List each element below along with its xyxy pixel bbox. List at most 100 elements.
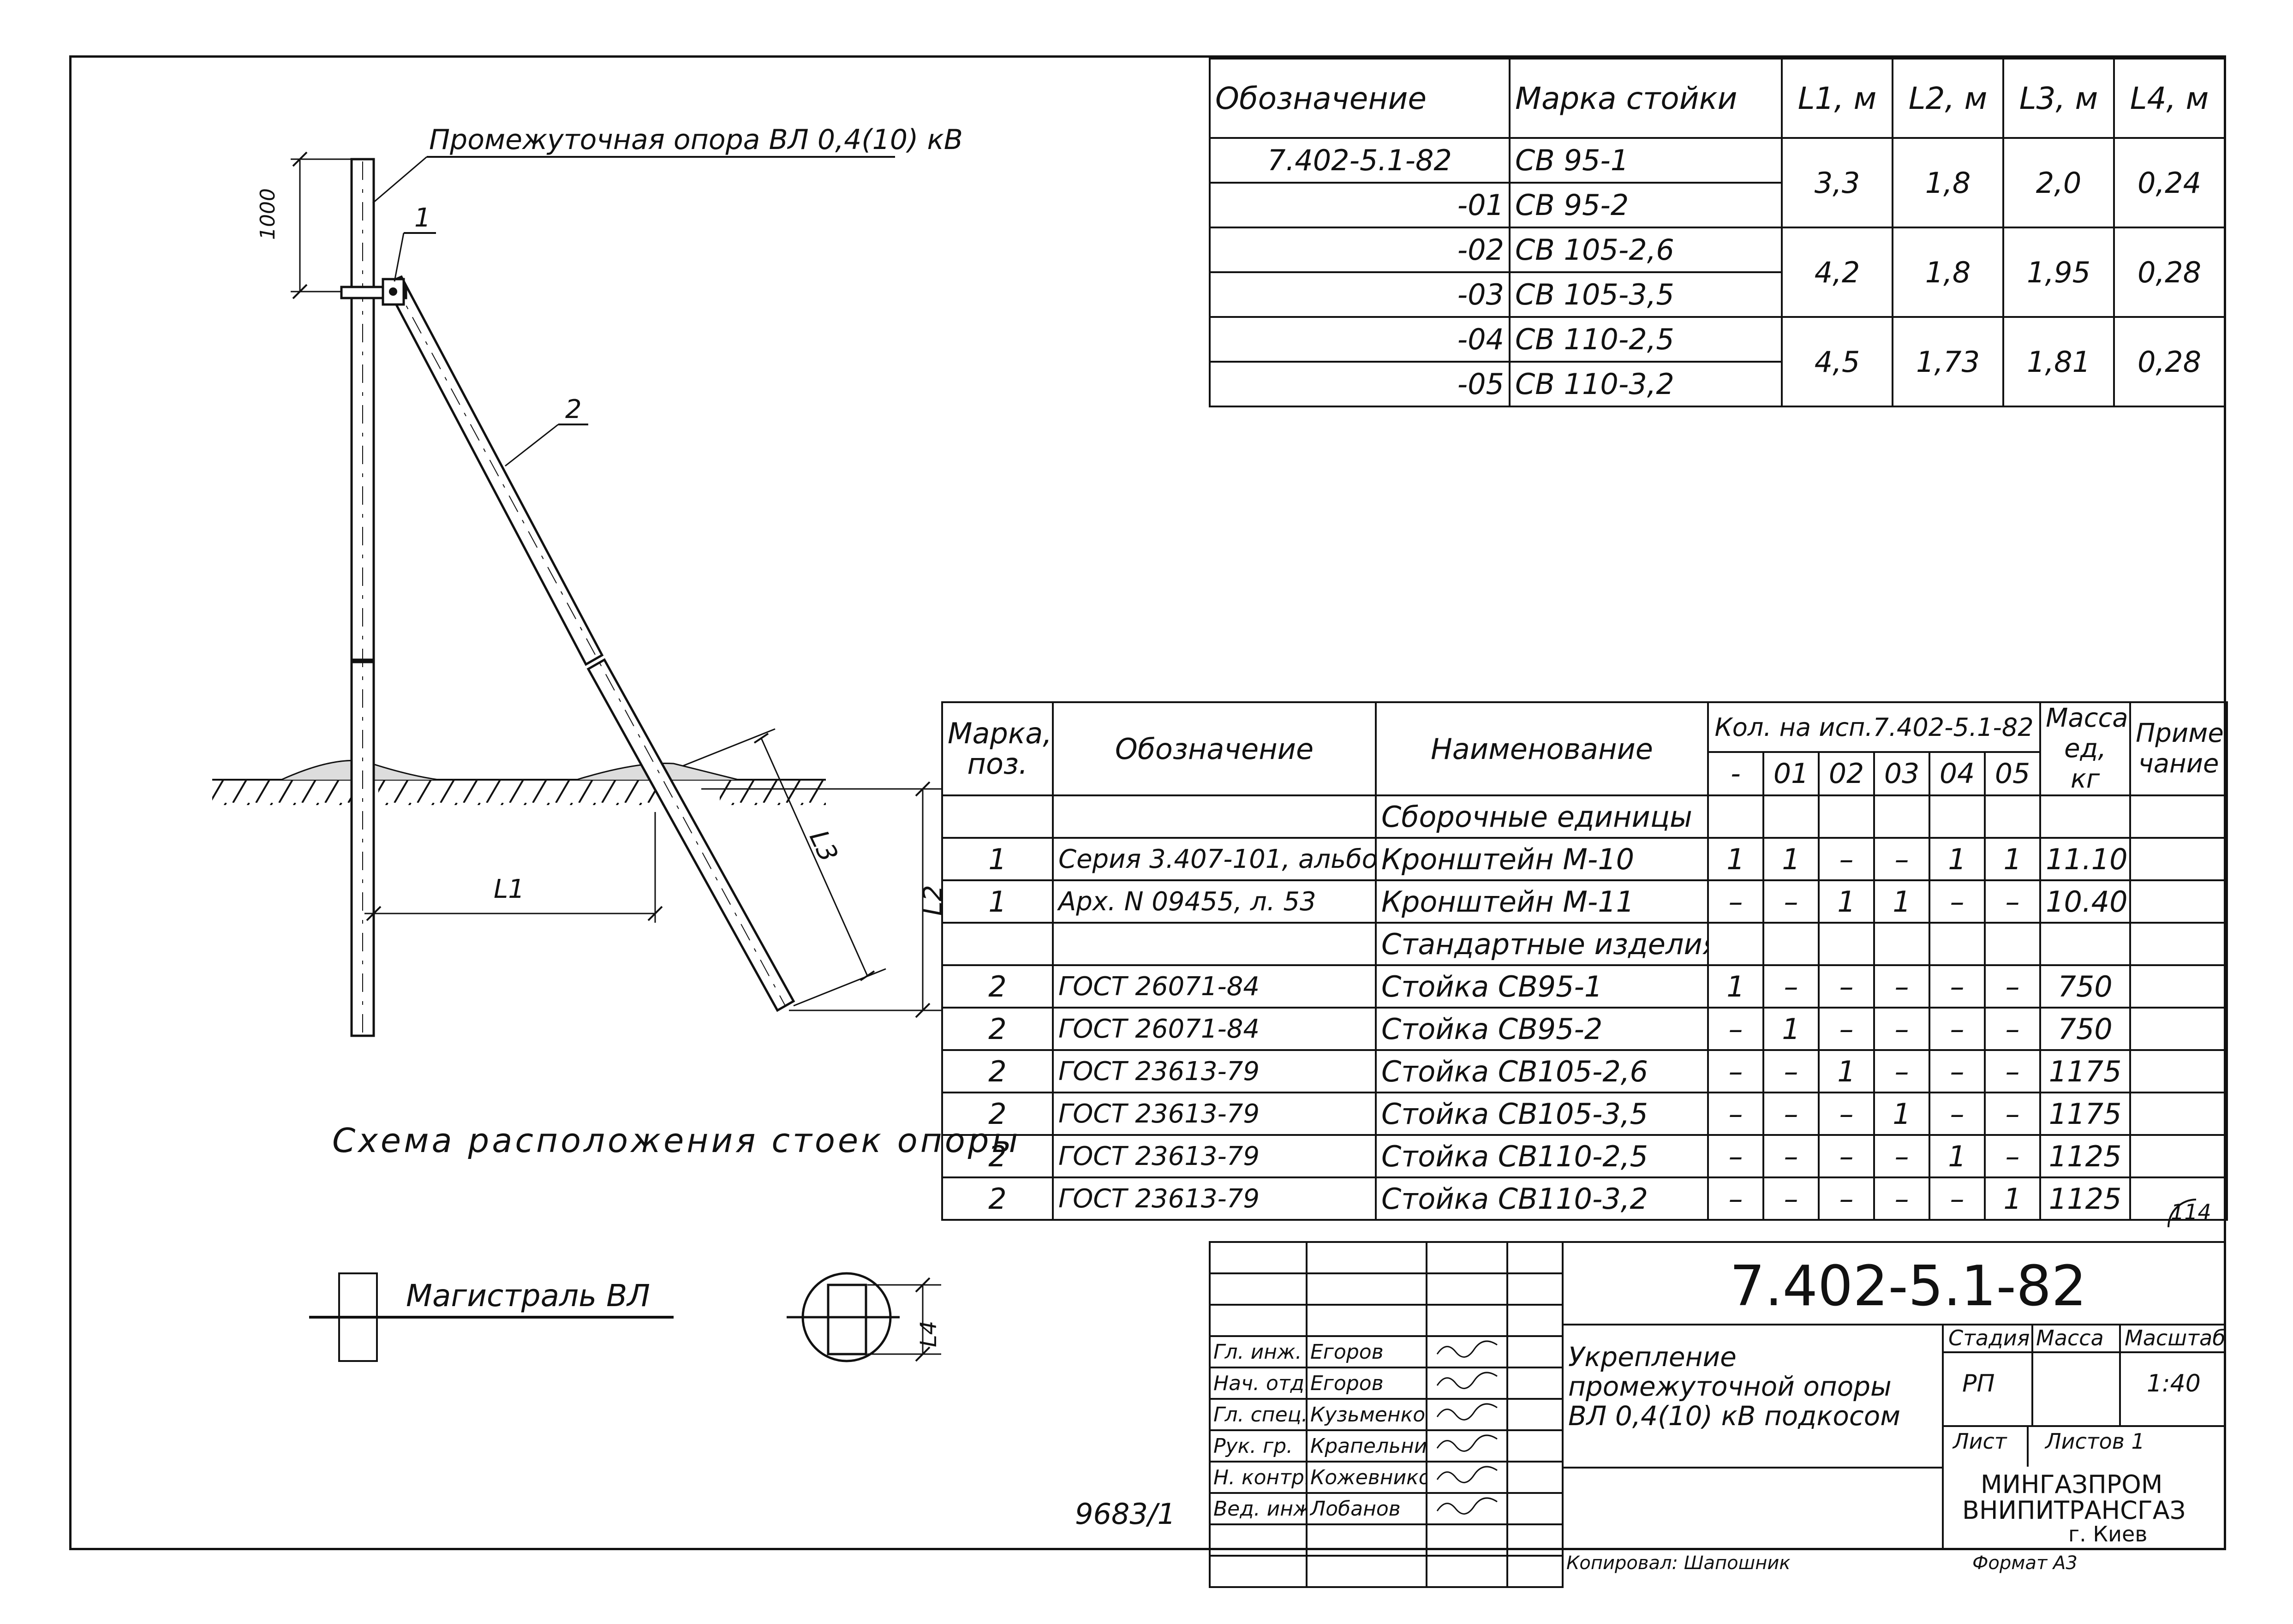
spec-pos: 2 bbox=[941, 1092, 1054, 1136]
org-line-3: г. Киев bbox=[2068, 1522, 2148, 1546]
stamp-person-row: Нач. отд.Егоров bbox=[1209, 1367, 1564, 1400]
stamp-person-row: Гл. спец.Кузьменко bbox=[1209, 1398, 1564, 1431]
spec-qty: 1 bbox=[1983, 837, 2042, 881]
spec-qty: 1 bbox=[1873, 1092, 1930, 1136]
document-number: 7.402-5.1-82 bbox=[1730, 1254, 2087, 1319]
spec-mass: 1125 bbox=[2039, 1134, 2132, 1178]
spec-mass: 1175 bbox=[2039, 1092, 2132, 1136]
stamp-name: Егоров bbox=[1306, 1335, 1427, 1368]
spec-qty: – bbox=[1873, 1049, 1930, 1093]
spec-mass: 10.40 bbox=[2039, 879, 2132, 924]
spec-qty: – bbox=[1983, 964, 2042, 1009]
signature-scribble bbox=[1436, 1434, 1498, 1452]
strut-pole bbox=[383, 275, 795, 1012]
stamp-role: Нач. отд. bbox=[1209, 1367, 1308, 1400]
stamp-date bbox=[1506, 1398, 1564, 1431]
stamp-blank-row bbox=[1209, 1555, 1564, 1588]
spec-qty: 1 bbox=[1707, 964, 1764, 1009]
spec-qty: – bbox=[1707, 1134, 1764, 1178]
stamp-date bbox=[1506, 1429, 1564, 1463]
variant-l1: 4,5 bbox=[1781, 316, 1893, 407]
ground-hatch bbox=[212, 759, 826, 805]
stamp-date bbox=[1506, 1492, 1564, 1525]
spec-qty: – bbox=[1707, 879, 1764, 924]
spec-pos: 1 bbox=[941, 879, 1054, 924]
variant-mark: СВ 95-2 bbox=[1509, 182, 1783, 228]
spec-qty: – bbox=[1983, 1092, 2042, 1136]
stamp-blank-row bbox=[1209, 1304, 1564, 1337]
spec-qty: – bbox=[1929, 964, 1986, 1009]
spec-qty: – bbox=[1929, 1049, 1986, 1093]
spec-designation: Арх. N 09455, л. 53 bbox=[1052, 879, 1377, 924]
spec-designation: ГОСТ 23613-79 bbox=[1052, 1134, 1377, 1178]
bottom-archive-number: 9683/1 bbox=[1075, 1497, 1176, 1531]
table-row: -04 СВ 110-2,5 4,5 1,73 1,81 0,28 bbox=[1209, 316, 2226, 407]
scheme-caption: Схема расположения стоек опоры bbox=[332, 1121, 1021, 1160]
position-1-label: 1 bbox=[414, 203, 431, 233]
stamp-role: Гл. спец. bbox=[1209, 1398, 1308, 1431]
spec-name: Стойка СВ95-2 bbox=[1375, 1007, 1709, 1051]
variant-l3: 1,81 bbox=[2002, 316, 2115, 407]
spec-qty: – bbox=[1983, 1007, 2042, 1051]
section-assembly-label: Сборочные единицы bbox=[1375, 794, 1709, 839]
signature-scribble bbox=[1436, 1372, 1498, 1389]
spec-note bbox=[2129, 879, 2228, 924]
spec-designation: ГОСТ 26071-84 bbox=[1052, 964, 1377, 1009]
signature-scribble bbox=[1436, 1466, 1498, 1483]
variant-code: -03 bbox=[1209, 271, 1511, 318]
signature-scribble bbox=[1426, 1492, 1508, 1525]
qty-col-header: 02 bbox=[1818, 751, 1875, 796]
spec-qty: – bbox=[1818, 1134, 1875, 1178]
spec-qty: – bbox=[1873, 1176, 1930, 1221]
variant-code: -04 bbox=[1209, 316, 1511, 363]
spec-note bbox=[2129, 837, 2228, 881]
spec-name: Стойка СВ105-2,6 bbox=[1375, 1049, 1709, 1093]
signature-scribble bbox=[1426, 1429, 1508, 1463]
stamp-role: Гл. инж. пр. bbox=[1209, 1335, 1308, 1368]
spec-qty: – bbox=[1762, 1134, 1820, 1178]
stamp-date bbox=[1506, 1461, 1564, 1494]
stamp-blank-cell bbox=[1306, 1555, 1427, 1588]
stamp-blank-cell bbox=[1506, 1304, 1564, 1337]
stamp-blank-cell bbox=[1209, 1304, 1308, 1337]
spec-header-qty-row: - 01 02 03 04 05 bbox=[942, 751, 2227, 796]
stamp-blank-cell bbox=[1426, 1555, 1508, 1588]
dim-l1-label: L1 bbox=[494, 874, 525, 904]
signature-scribble bbox=[1436, 1340, 1498, 1358]
spec-designation: ГОСТ 26071-84 bbox=[1052, 1007, 1377, 1051]
spec-pos: 2 bbox=[941, 1007, 1054, 1051]
spec-name: Стойка СВ110-2,5 bbox=[1375, 1134, 1709, 1178]
spec-note bbox=[2129, 964, 2228, 1009]
stamp-role: Вед. инж. bbox=[1209, 1492, 1308, 1525]
specification-table: Марка, поз. Обозначение Наименование Кол… bbox=[941, 701, 2228, 1221]
spec-qty: – bbox=[1929, 1092, 1986, 1136]
stamp-date bbox=[1506, 1335, 1564, 1368]
spec-qty: 1 bbox=[1818, 1049, 1875, 1093]
spec-qty: – bbox=[1873, 837, 1930, 881]
spec-designation: ГОСТ 23613-79 bbox=[1052, 1049, 1377, 1093]
stamp-blank-cell bbox=[1506, 1272, 1564, 1306]
spec-pos: 2 bbox=[941, 1176, 1054, 1221]
spec-qty: 1 bbox=[1873, 879, 1930, 924]
spec-qty: – bbox=[1983, 1049, 2042, 1093]
spec-qty: – bbox=[1929, 1176, 1986, 1221]
spec-header-designation: Обозначение bbox=[1052, 701, 1377, 796]
spec-qty: – bbox=[1983, 1134, 2042, 1178]
spec-section-row: Сборочные единицы bbox=[941, 794, 2228, 839]
variants-header-l4: L4, м bbox=[2113, 58, 2226, 139]
stamp-blank-cell bbox=[1426, 1241, 1508, 1274]
spec-qty: – bbox=[1762, 1049, 1820, 1093]
spec-note bbox=[2129, 1007, 2228, 1051]
spec-name: Кронштейн М-11 bbox=[1375, 879, 1709, 924]
stamp-blank-row bbox=[1209, 1523, 1564, 1557]
spec-qty: 1 bbox=[1983, 1176, 2042, 1221]
section-standard-label: Стандартные изделия bbox=[1375, 922, 1709, 966]
stamp-blank-cell bbox=[1506, 1555, 1564, 1588]
dim-l4-label: L4 bbox=[916, 1320, 942, 1347]
variant-l1: 4,2 bbox=[1781, 227, 1893, 318]
